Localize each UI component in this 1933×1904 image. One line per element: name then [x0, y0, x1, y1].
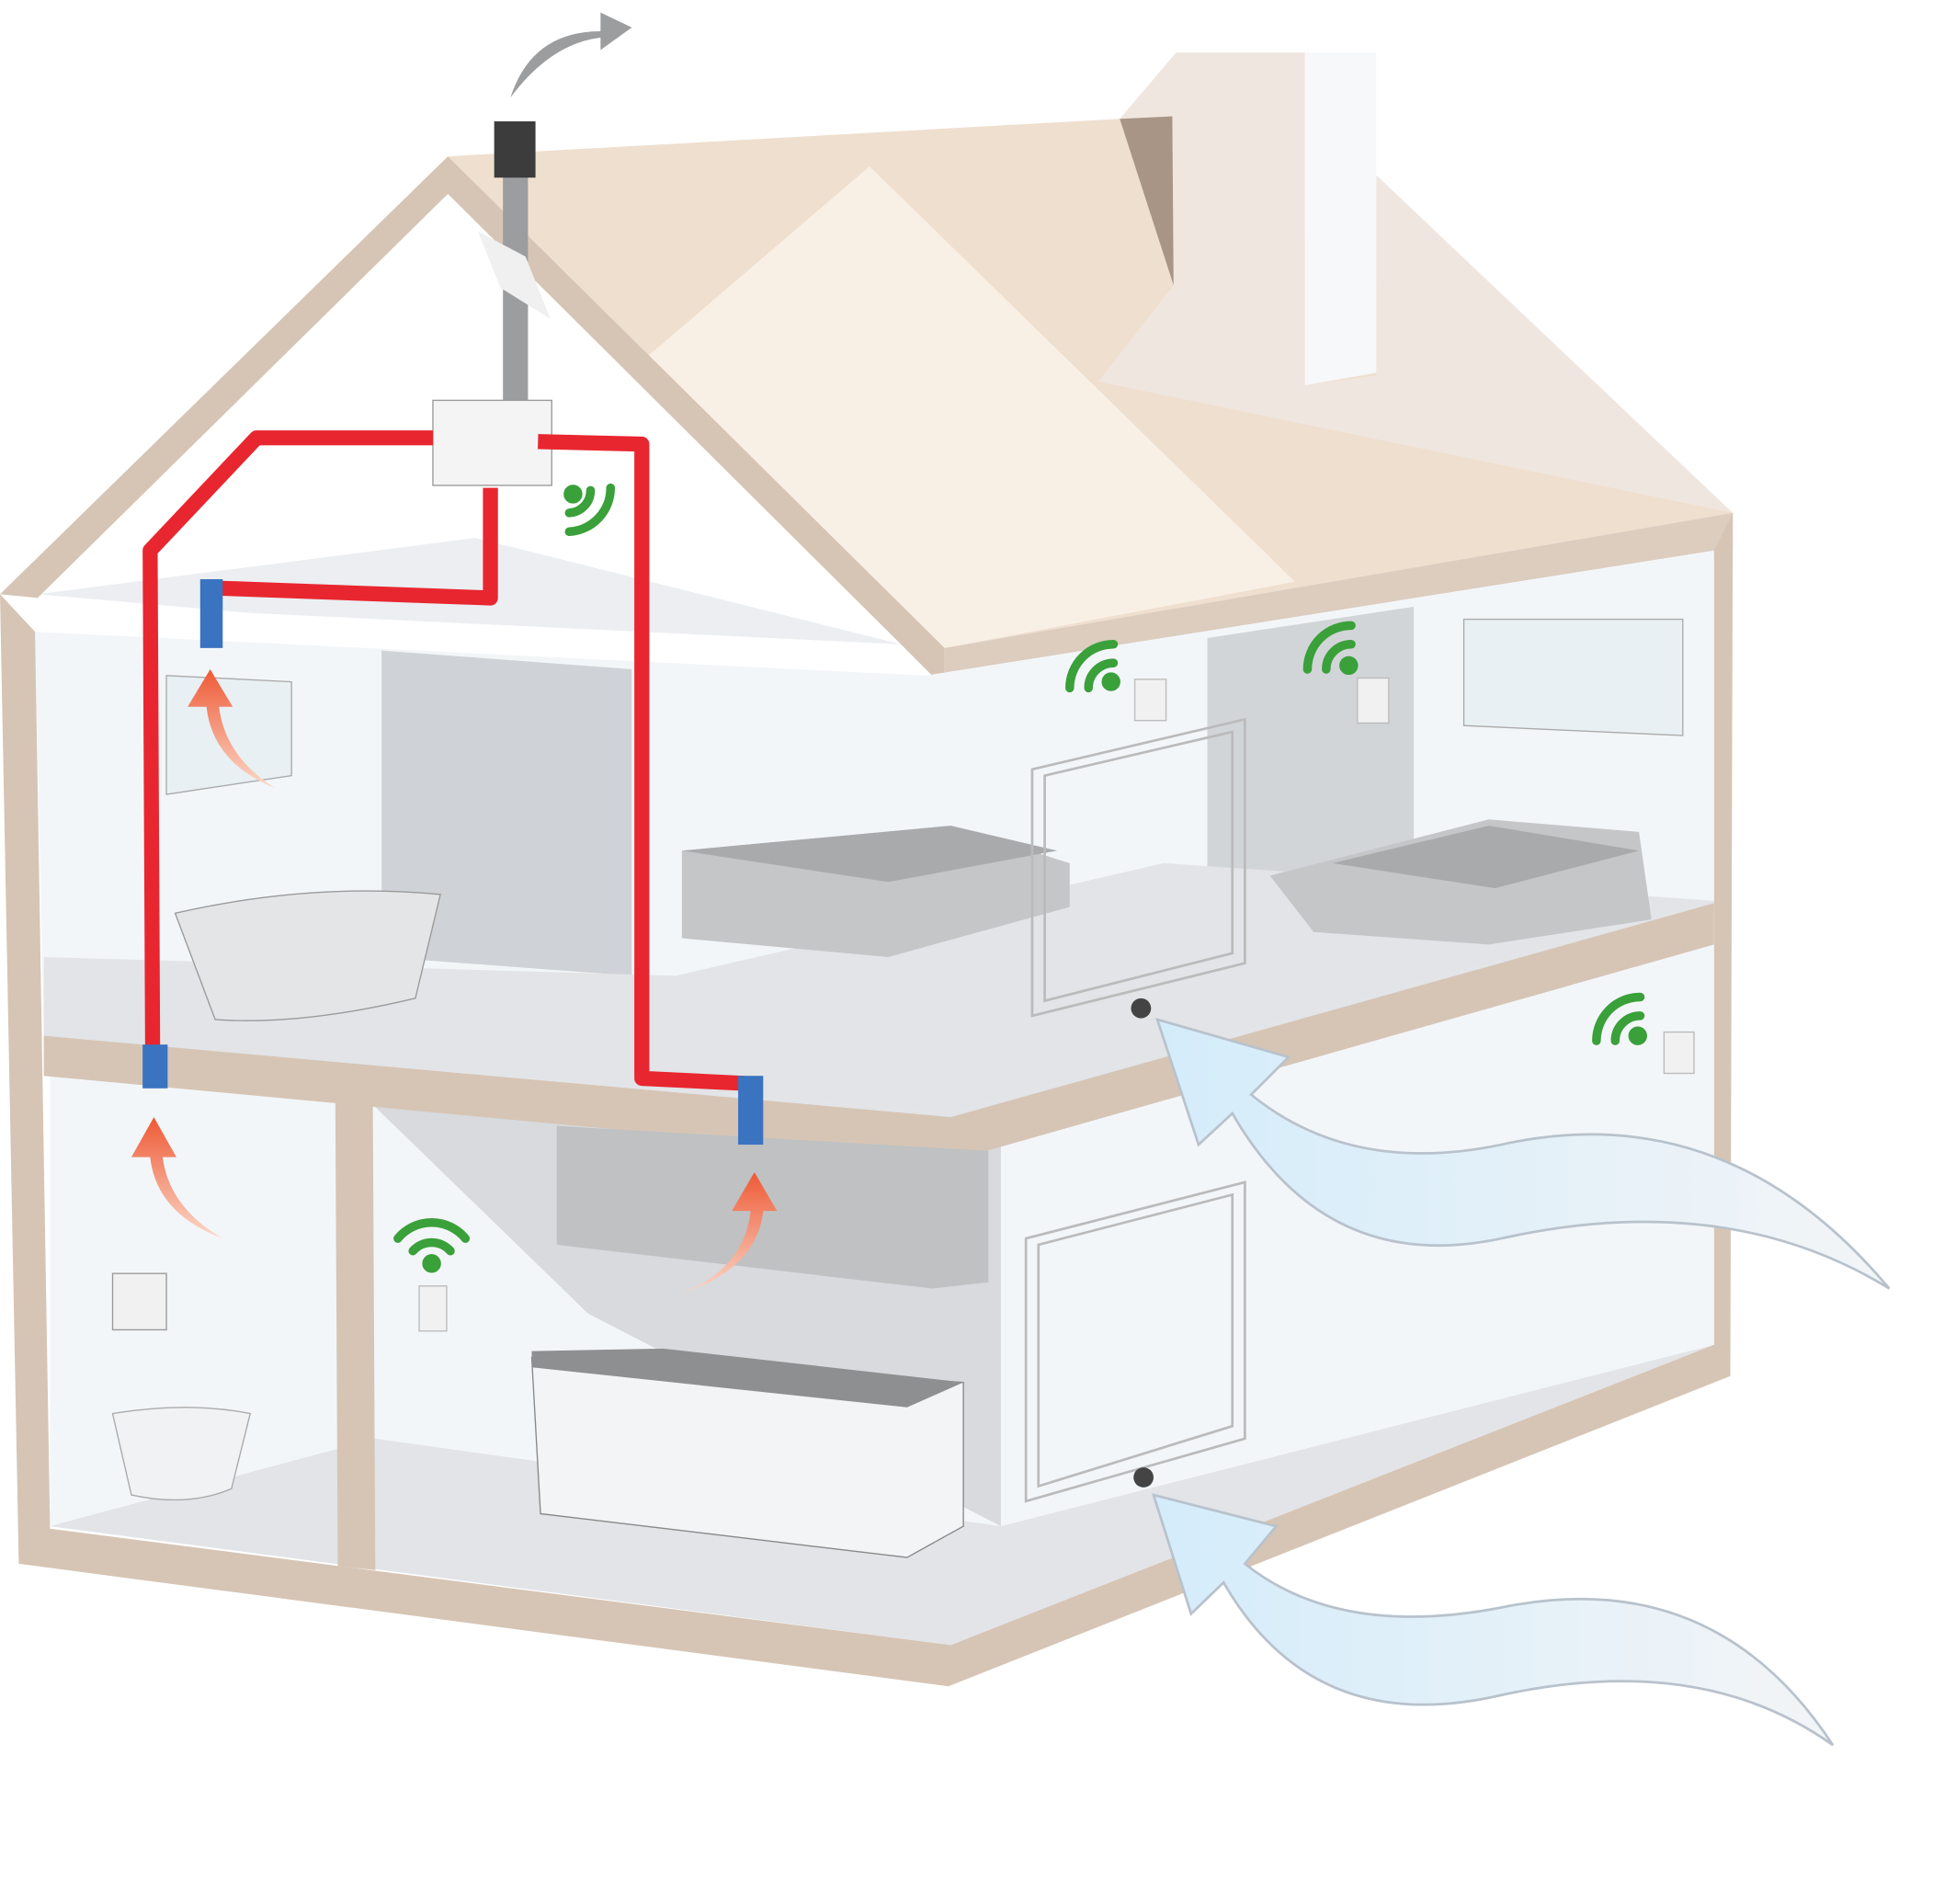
sensor-box [418, 1285, 448, 1332]
wireless-sensor-icon [393, 1218, 471, 1273]
exhaust-arrow-icon [510, 12, 632, 98]
wireless-sensor-icon [1592, 992, 1647, 1045]
duct [142, 430, 433, 1052]
wireless-sensor-icon [563, 483, 616, 537]
wireless-sensor-icon [1065, 640, 1120, 693]
extract-valve [738, 1076, 764, 1146]
extract-valve [142, 1044, 168, 1089]
sensor-box [1133, 678, 1167, 722]
extract-arrow-icon [188, 668, 276, 789]
sensor-box [1357, 677, 1390, 724]
extract-arrow-icon [131, 1117, 223, 1239]
duct [538, 434, 745, 1091]
window [1024, 717, 1246, 1503]
fresh-air-arrow-icon [1151, 1493, 1835, 1747]
sensor-box [1663, 1031, 1695, 1075]
duct [212, 487, 498, 606]
roof-fan-icon [432, 399, 552, 486]
extract-arrow-icon [677, 1171, 778, 1295]
house-frame [0, 512, 1734, 1687]
ventilation-unit [142, 12, 764, 1146]
air-inlet-icon [1131, 998, 1152, 1019]
wall-socket [111, 1272, 167, 1331]
extract-valve [199, 579, 223, 648]
toilet [111, 1407, 252, 1501]
window [1462, 618, 1684, 736]
chimney [1304, 52, 1377, 386]
window [165, 675, 292, 795]
bathtub [174, 890, 441, 1021]
fresh-air-arrow-icon [1154, 1017, 1891, 1290]
air-inlet-icon [1133, 1467, 1154, 1488]
wireless-sensor-icon [1302, 621, 1359, 676]
